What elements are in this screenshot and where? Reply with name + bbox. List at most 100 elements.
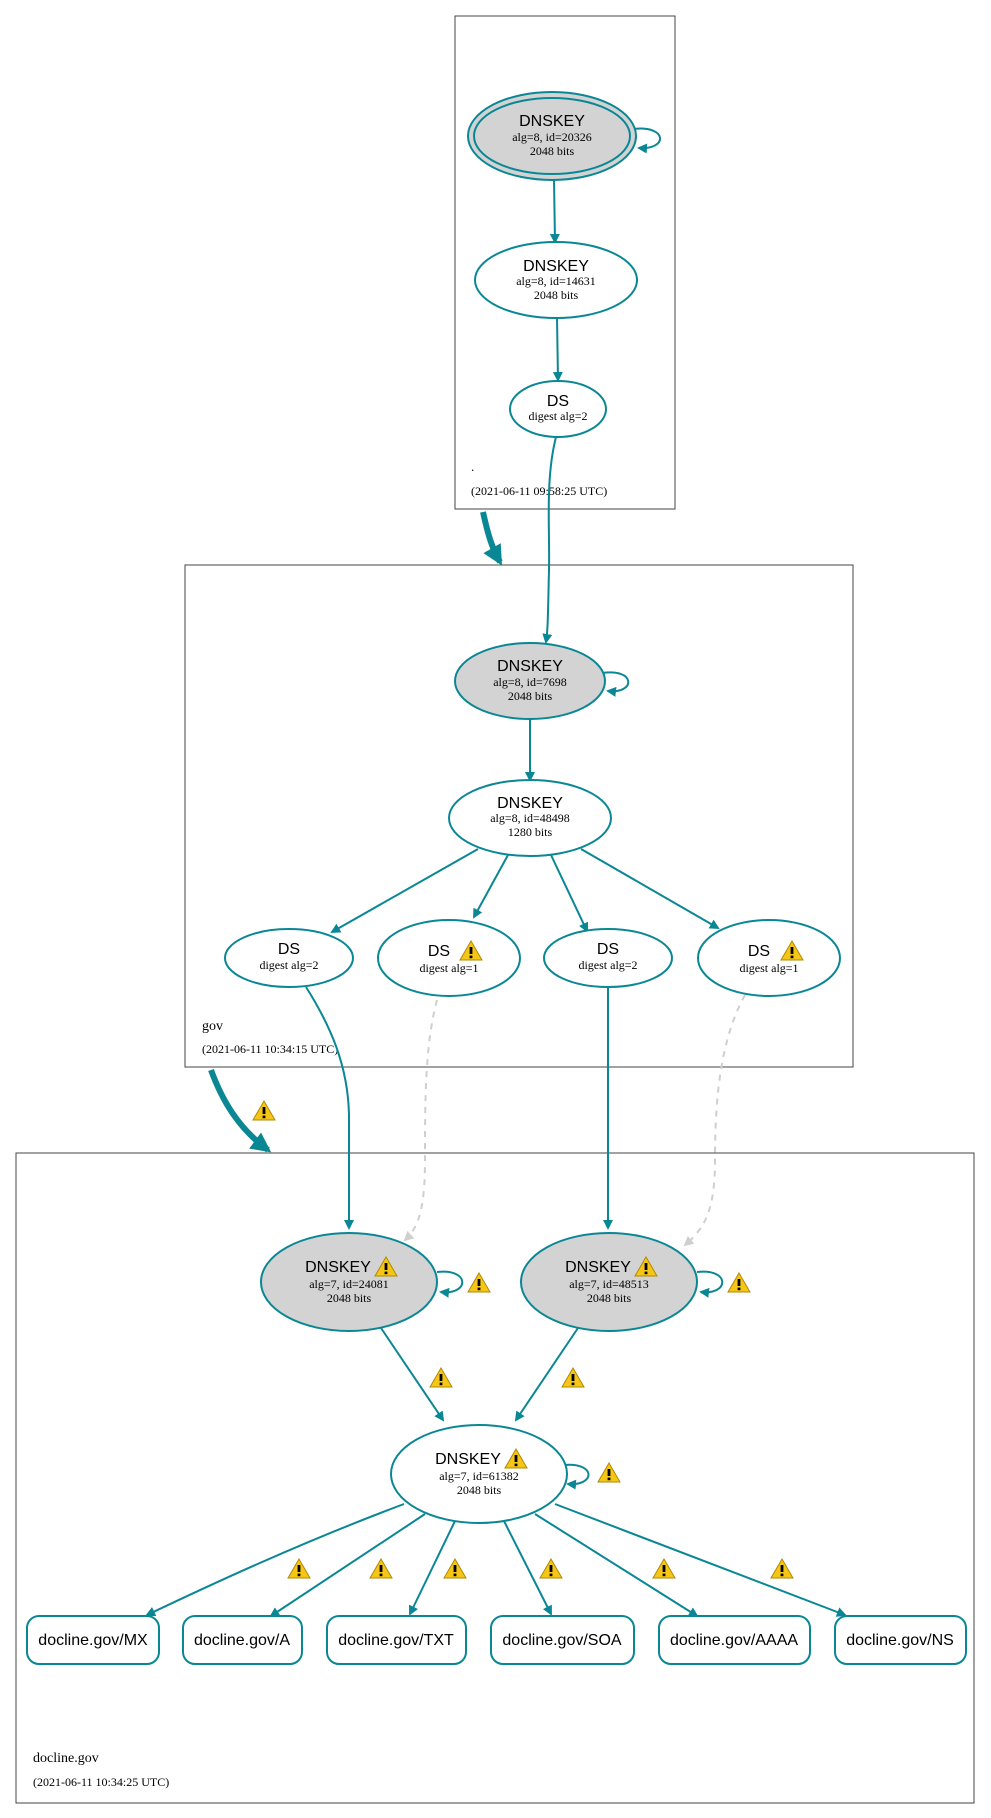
warning-triangle-icon bbox=[443, 1558, 467, 1579]
warning-triangle-icon bbox=[287, 1558, 311, 1579]
edge-gov-zsk-to-ds3 bbox=[550, 854, 589, 933]
node-title: DS bbox=[597, 941, 619, 958]
node-title: DNSKEY bbox=[519, 113, 585, 130]
rrset-aaaa[interactable]: docline.gov/AAAA bbox=[658, 1615, 811, 1665]
warning-triangle-icon bbox=[429, 1367, 453, 1388]
node-title: DNSKEY bbox=[305, 1259, 371, 1276]
node-root-ds[interactable]: DS digest alg=2 bbox=[509, 380, 607, 438]
zone-root: . (2021-06-11 09:58:25 UTC) bbox=[454, 15, 676, 510]
edge-gov-ds4-to-doc-ksk2 bbox=[683, 994, 746, 1247]
node-detail: digest alg=2 bbox=[528, 409, 587, 423]
edge-root-ksk-to-zsk bbox=[549, 179, 560, 244]
warning-triangle-icon bbox=[369, 1558, 393, 1579]
zone-name: docline.gov bbox=[33, 1751, 99, 1766]
rrset-box bbox=[326, 1615, 467, 1665]
node-detail: 2048 bits bbox=[587, 1291, 632, 1305]
node-detail: alg=8, id=48498 bbox=[490, 811, 570, 825]
edge-doc-zsk-to-mx bbox=[145, 1503, 405, 1617]
edge-doc-ksk2-to-zsk bbox=[514, 1327, 579, 1422]
rrset-label: docline.gov/NS bbox=[846, 1632, 954, 1649]
node-gov-ksk[interactable]: DNSKEY alg=8, id=7698 2048 bits bbox=[454, 642, 606, 720]
rrset-label: docline.gov/AAAA bbox=[670, 1632, 798, 1649]
node-root-ksk[interactable]: DNSKEY alg=8, id=20326 2048 bits bbox=[467, 91, 637, 181]
edge-gov-zsk-to-ds2 bbox=[473, 854, 509, 919]
node-detail: 2048 bits bbox=[457, 1483, 502, 1497]
rrset-label: docline.gov/A bbox=[194, 1632, 290, 1649]
rrset-box bbox=[658, 1615, 811, 1665]
edge-root-ds-to-gov-ksk bbox=[542, 436, 557, 644]
node-shape bbox=[520, 1232, 698, 1332]
edge-doc-zsk-to-a bbox=[269, 1513, 426, 1618]
rrset-label: docline.gov/TXT bbox=[338, 1632, 454, 1649]
rrset-txt[interactable]: docline.gov/TXT bbox=[326, 1615, 467, 1665]
node-detail: 1280 bits bbox=[508, 825, 553, 839]
node-gov-ds3[interactable]: DS digest alg=2 bbox=[543, 928, 673, 988]
edge-gov-ds1-to-doc-ksk1 bbox=[305, 986, 354, 1230]
node-detail: alg=8, id=7698 bbox=[493, 675, 567, 689]
rrset-soa[interactable]: docline.gov/SOA bbox=[490, 1615, 635, 1665]
node-detail: digest alg=2 bbox=[259, 958, 318, 972]
node-doc-ksk2[interactable]: DNSKEY alg=7, id=48513 2048 bits bbox=[520, 1232, 698, 1332]
node-gov-zsk[interactable]: DNSKEY alg=8, id=48498 1280 bits bbox=[448, 779, 612, 857]
edge-doc-zsk-self bbox=[563, 1463, 590, 1490]
warning-triangle-icon bbox=[652, 1558, 676, 1579]
node-detail: alg=7, id=48513 bbox=[569, 1277, 649, 1291]
zone-docline: docline.gov (2021-06-11 10:34:25 UTC) bbox=[15, 1152, 975, 1804]
rrset-box bbox=[834, 1615, 967, 1665]
node-shape-inner bbox=[473, 97, 631, 175]
edge-doc-zsk-to-aaaa bbox=[534, 1513, 699, 1618]
edge-root-ksk-self bbox=[632, 127, 661, 154]
edge-delegation-gov-docline bbox=[208, 1068, 272, 1153]
warning-triangle-icon bbox=[561, 1367, 585, 1388]
node-gov-ds2[interactable]: DS digest alg=1 bbox=[377, 919, 521, 997]
node-shape bbox=[377, 919, 521, 997]
node-gov-ds4[interactable]: DS digest alg=1 bbox=[697, 919, 841, 997]
edge-root-zsk-to-ds bbox=[552, 317, 563, 382]
rrset-ns[interactable]: docline.gov/NS bbox=[834, 1615, 967, 1665]
node-title: DNSKEY bbox=[565, 1259, 631, 1276]
node-detail: digest alg=2 bbox=[578, 958, 637, 972]
node-gov-ds1[interactable]: DS digest alg=2 bbox=[224, 928, 354, 988]
rrset-mx[interactable]: docline.gov/MX bbox=[26, 1615, 160, 1665]
node-title: DS bbox=[428, 943, 450, 960]
rrset-box bbox=[26, 1615, 160, 1665]
node-detail: 2048 bits bbox=[530, 144, 575, 158]
node-shape bbox=[697, 919, 841, 997]
zone-timestamp: (2021-06-11 09:58:25 UTC) bbox=[471, 484, 607, 498]
node-detail: digest alg=1 bbox=[419, 961, 478, 975]
node-detail: alg=7, id=24081 bbox=[309, 1277, 389, 1291]
warning-triangle-icon bbox=[597, 1462, 621, 1483]
node-shape bbox=[260, 1232, 438, 1332]
zone-name: gov bbox=[202, 1019, 223, 1034]
node-detail: alg=8, id=14631 bbox=[516, 274, 596, 288]
rrset-label: docline.gov/MX bbox=[38, 1632, 148, 1649]
node-detail: 2048 bits bbox=[327, 1291, 372, 1305]
node-title: DNSKEY bbox=[497, 795, 563, 812]
node-detail: alg=7, id=61382 bbox=[439, 1469, 519, 1483]
edge-doc-zsk-to-soa bbox=[503, 1520, 552, 1616]
node-detail: 2048 bits bbox=[534, 288, 579, 302]
node-title: DNSKEY bbox=[497, 658, 563, 675]
node-shape bbox=[454, 642, 606, 720]
warning-triangle-icon bbox=[770, 1558, 794, 1579]
node-shape bbox=[474, 241, 638, 319]
zone-name: . bbox=[471, 459, 474, 474]
edge-gov-ksk-self bbox=[601, 671, 630, 697]
rrset-a[interactable]: docline.gov/A bbox=[182, 1615, 303, 1665]
node-shape bbox=[448, 779, 612, 857]
rrset-box bbox=[182, 1615, 303, 1665]
node-root-zsk[interactable]: DNSKEY alg=8, id=14631 2048 bits bbox=[474, 241, 638, 319]
zone-timestamp: (2021-06-11 10:34:25 UTC) bbox=[33, 1775, 169, 1789]
zone-docline-box bbox=[15, 1152, 975, 1804]
node-doc-ksk1[interactable]: DNSKEY alg=7, id=24081 2048 bits bbox=[260, 1232, 438, 1332]
edge-gov-ds2-to-doc-ksk1 bbox=[403, 999, 438, 1242]
node-title: DS bbox=[547, 393, 569, 410]
edge-doc-zsk-to-txt bbox=[408, 1520, 456, 1616]
edge-delegation-root-gov bbox=[480, 511, 503, 566]
node-shape bbox=[390, 1424, 568, 1524]
edge-doc-ksk1-to-zsk bbox=[380, 1327, 445, 1422]
node-doc-zsk[interactable]: DNSKEY alg=7, id=61382 2048 bits bbox=[390, 1424, 568, 1524]
node-title: DNSKEY bbox=[523, 258, 589, 275]
rrset-box bbox=[490, 1615, 635, 1665]
